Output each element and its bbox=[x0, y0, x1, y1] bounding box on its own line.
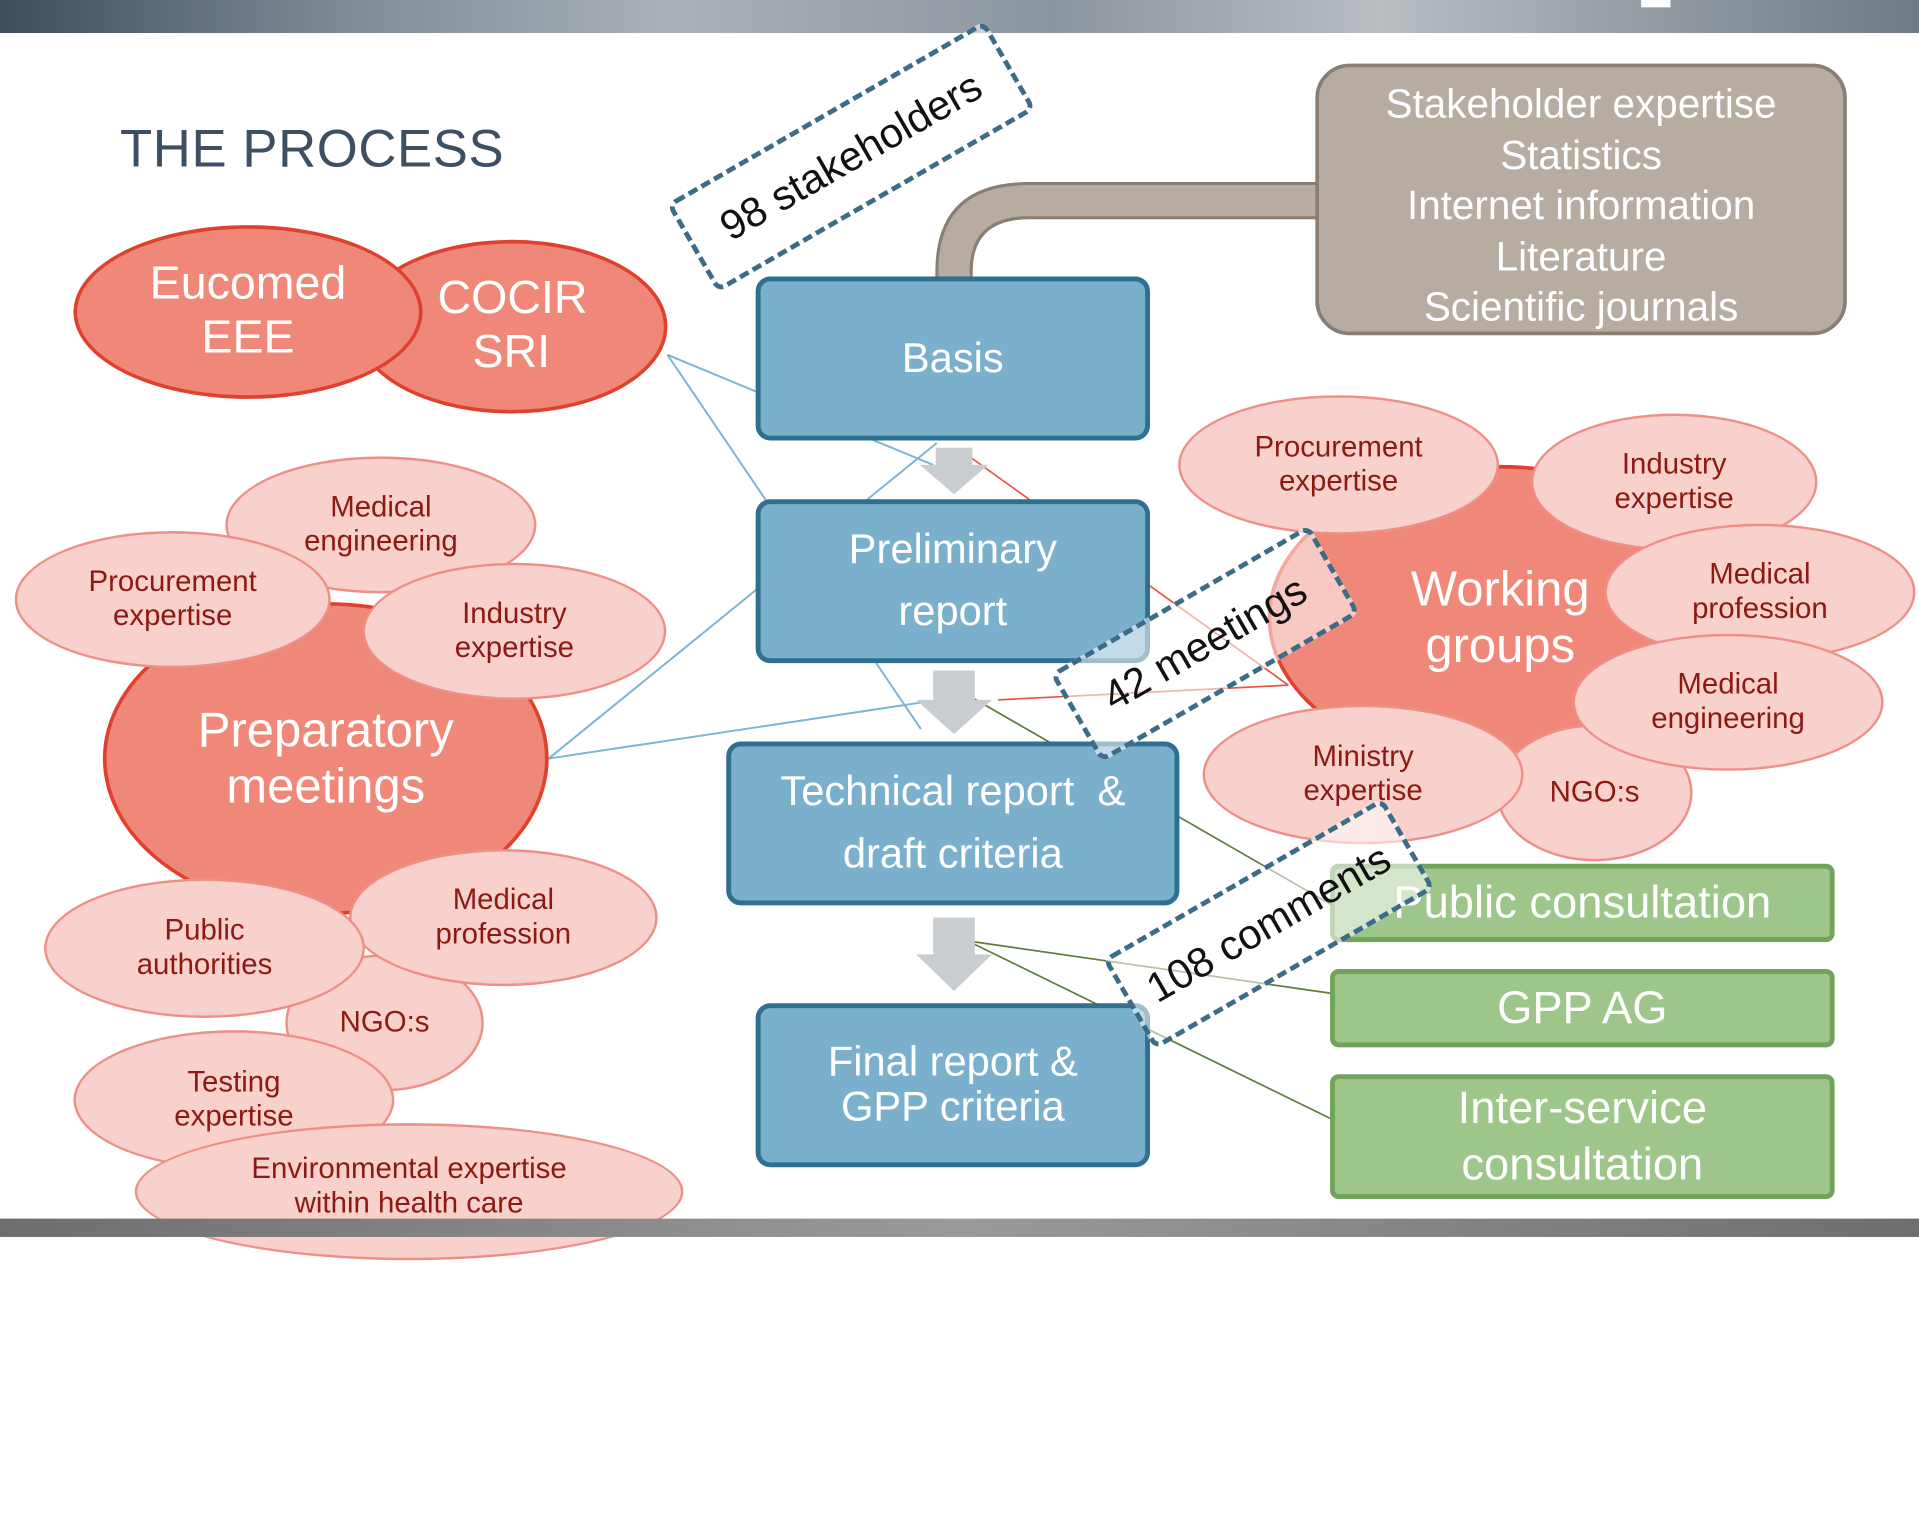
bubble-line: NGO:s bbox=[339, 1005, 430, 1039]
bubble-line: Medical bbox=[1677, 668, 1779, 702]
bubble-line: expertise bbox=[113, 599, 233, 633]
source-item: Stakeholder expertise bbox=[1385, 80, 1777, 127]
preliminary-line-1: Preliminary bbox=[848, 526, 1057, 573]
bubble-line: Industry bbox=[1621, 448, 1727, 482]
bubble-line: Medical bbox=[330, 491, 432, 525]
bubble-line: Testing bbox=[187, 1066, 281, 1100]
inter-service-line-1: Inter-service bbox=[1457, 1082, 1707, 1133]
header-banner bbox=[0, 0, 1919, 34]
bubble-line: profession bbox=[1692, 592, 1828, 626]
bubble-line: Procurement bbox=[88, 565, 257, 599]
cocir-line-2: SRI bbox=[472, 326, 551, 379]
logo-mark bbox=[1641, 0, 1671, 8]
source-item: Scientific journals bbox=[1423, 283, 1739, 330]
bubble-line: Procurement bbox=[1254, 431, 1423, 465]
bubble-line: engineering bbox=[304, 524, 458, 558]
source-item: Statistics bbox=[1500, 131, 1662, 177]
bubble-line: Medical bbox=[1709, 558, 1811, 592]
working-line-2: groups bbox=[1425, 619, 1576, 673]
bubble-line: expertise bbox=[174, 1099, 294, 1133]
bubble-line: expertise bbox=[1614, 482, 1734, 516]
preliminary-line-2: report bbox=[898, 588, 1008, 635]
source-box: Stakeholder expertise Statistics Interne… bbox=[1315, 63, 1847, 336]
source-item: Literature bbox=[1495, 233, 1667, 279]
basis-label: Basis bbox=[901, 334, 1004, 382]
left-environmental-bubble: Environmental expertise within health ca… bbox=[134, 1123, 684, 1261]
preparatory-line-1: Preparatory bbox=[197, 703, 454, 758]
inter-service-consultation-box: Inter-service consultation bbox=[1330, 1074, 1835, 1200]
bubble-line: Ministry bbox=[1312, 740, 1414, 774]
bubble-line: Public bbox=[164, 914, 245, 948]
preliminary-report-box: Preliminary report bbox=[755, 499, 1150, 664]
cocir-line-1: COCIR bbox=[437, 273, 588, 325]
left-industry-bubble: Industry expertise bbox=[362, 562, 667, 700]
source-item: Internet information bbox=[1406, 182, 1756, 228]
bubble-line: Medical bbox=[452, 883, 554, 917]
preparatory-line-2: meetings bbox=[226, 759, 426, 814]
gpp-ag-label: GPP AG bbox=[1497, 982, 1668, 1033]
eucomed-line-1: Eucomed bbox=[149, 258, 347, 310]
flow-arrow-3 bbox=[916, 917, 993, 992]
connector-prep-technical bbox=[548, 700, 931, 760]
bubble-line: within health care bbox=[294, 1186, 524, 1220]
eucomed-eee-ellipse: Eucomed EEE bbox=[73, 225, 423, 399]
technical-line-1: Technical report & bbox=[780, 768, 1126, 815]
technical-report-box: Technical report & draft criteria bbox=[726, 741, 1180, 906]
cocir-sri-ellipse: COCIR SRI bbox=[355, 239, 668, 414]
bubble-line: expertise bbox=[454, 631, 575, 665]
left-public-authorities-bubble: Public authorities bbox=[44, 878, 365, 1018]
left-procurement-bubble: Procurement expertise bbox=[14, 530, 331, 669]
inter-service-line-2: consultation bbox=[1461, 1139, 1704, 1190]
basis-box: Basis bbox=[755, 276, 1150, 441]
bubble-line: engineering bbox=[1651, 702, 1805, 736]
right-medical-engineering-bubble: Medical engineering bbox=[1572, 633, 1884, 771]
bubble-line: Industry bbox=[462, 597, 567, 631]
bubble-line: Environmental expertise bbox=[251, 1152, 567, 1186]
working-line-1: Working bbox=[1410, 562, 1590, 617]
public-consultation-box: Public consultation bbox=[1330, 863, 1835, 943]
public-consultation-label: Public consultation bbox=[1393, 877, 1772, 928]
eucomed-line-2: EEE bbox=[201, 311, 295, 364]
bubble-line: profession bbox=[435, 917, 572, 951]
connector-prep-preliminary bbox=[548, 442, 938, 760]
final-line-2: GPP criteria bbox=[840, 1084, 1065, 1131]
flow-arrow-1 bbox=[919, 447, 989, 495]
right-procurement-bubble: Procurement expertise bbox=[1178, 395, 1500, 535]
bubble-line: expertise bbox=[1278, 464, 1399, 498]
flow-arrow-2 bbox=[916, 670, 993, 735]
final-line-1: Final report & bbox=[827, 1038, 1078, 1085]
bubble-line: expertise bbox=[1303, 774, 1423, 808]
final-report-box: Final report & GPP criteria bbox=[755, 1003, 1150, 1168]
bubble-line: NGO:s bbox=[1549, 775, 1640, 809]
page-title: THE PROCESS bbox=[120, 119, 505, 179]
technical-line-2: draft criteria bbox=[842, 830, 1063, 878]
left-medical-profession-bubble: Medical profession bbox=[349, 849, 658, 987]
gpp-ag-box: GPP AG bbox=[1330, 969, 1835, 1048]
footer-bar bbox=[0, 1218, 1919, 1237]
bubble-line: authorities bbox=[136, 948, 273, 982]
